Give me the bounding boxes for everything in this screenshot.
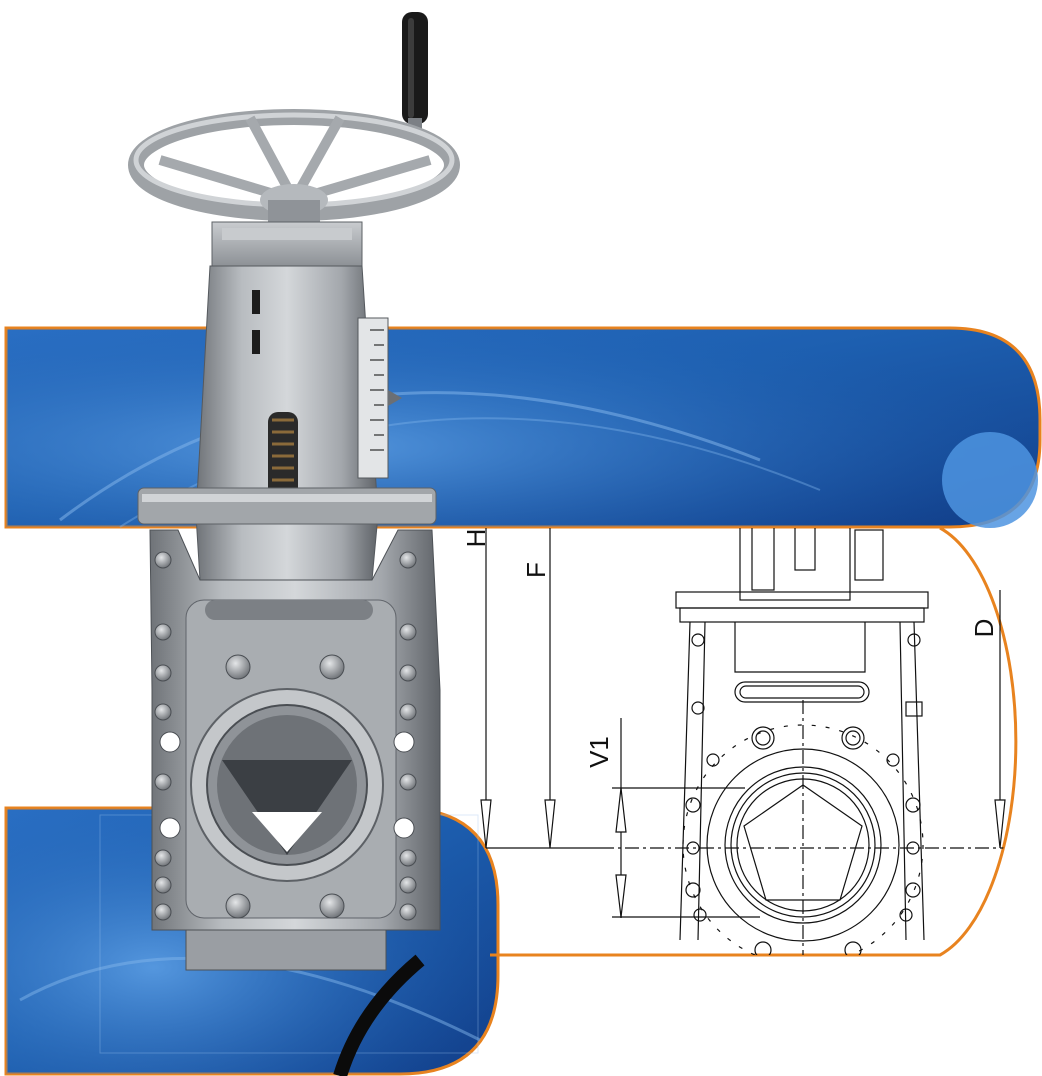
dimension-label-f: F [521,562,551,578]
dimension-label-v1: V1 [584,736,614,768]
knife-gate-valve-photo [128,12,460,971]
technical-drawing [600,528,1010,955]
drawing-panel-outline [490,526,1018,957]
handwheel [128,109,460,222]
dimension-label-h: H [461,529,491,548]
dimension-lines [480,528,1006,918]
crank-handle [402,12,428,136]
dimension-label-d: D [969,619,999,638]
